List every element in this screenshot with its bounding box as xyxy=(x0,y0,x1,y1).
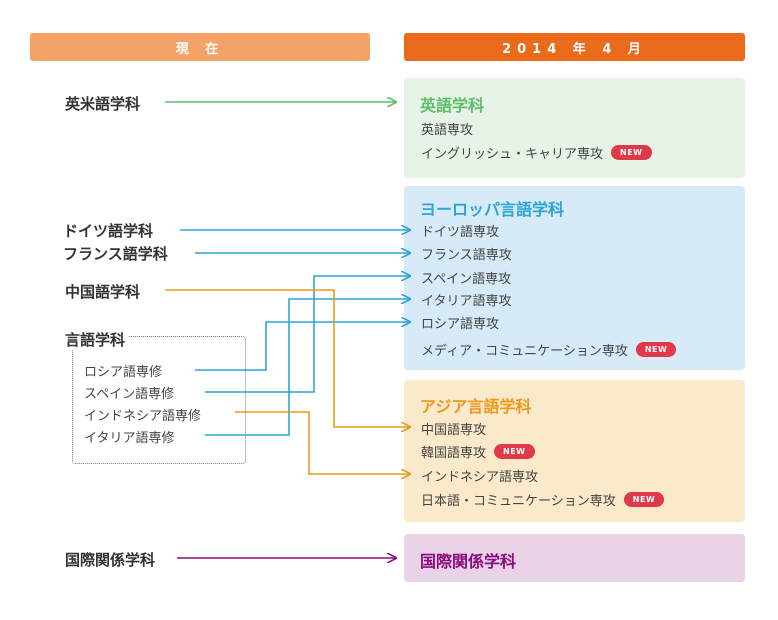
german-major-label: ドイツ語専攻 xyxy=(421,224,500,240)
intl-relations-dept: 国際関係学科 xyxy=(65,551,156,569)
english-dept-title: 英語学科 xyxy=(420,96,485,115)
english-dept-box: 英語学科 英語専攻 イングリッシュ・キャリア専攻 NEW xyxy=(404,78,745,178)
german-dept: ドイツ語学科 xyxy=(63,222,154,240)
italian-major-label: イタリア語専攻 xyxy=(421,293,512,309)
chinese-major-label: 中国語専攻 xyxy=(421,422,487,438)
russian-major-label: ロシア語専攻 xyxy=(421,316,500,332)
spanish-major: スペイン語専攻 xyxy=(421,267,511,287)
europe-dept-title: ヨーロッパ言語学科 xyxy=(420,200,565,219)
arrow-russian xyxy=(195,322,410,371)
new-badge: NEW xyxy=(494,443,535,459)
indonesian-course: インドネシア語専修 xyxy=(84,409,202,424)
new-badge: NEW xyxy=(611,144,652,160)
media-comm-major: メディア・コミュニケーション専攻 NEW xyxy=(421,339,677,359)
new-badge: NEW xyxy=(635,341,677,357)
header-2014-april: 2014 年 4 月 xyxy=(404,33,745,61)
italian-major: イタリア語専攻 xyxy=(421,289,511,309)
languages-dept: 言語学科 xyxy=(65,329,130,350)
intl-dept-title: 国際関係学科 xyxy=(420,552,517,571)
arrow-italian xyxy=(205,299,410,436)
asia-dept-box: アジア言語学科 中国語専攻 韓国語専攻 NEW インドネシア語専攻 日本語・コミュ… xyxy=(404,380,745,522)
french-major: フランス語専攻 xyxy=(421,243,512,263)
english-major-label: 英語専攻 xyxy=(421,122,474,138)
english-career-major-label: イングリッシュ・キャリア専攻 xyxy=(421,146,604,162)
english-major: 英語専攻 xyxy=(421,118,473,138)
indonesian-major-label: インドネシア語専攻 xyxy=(421,469,539,485)
spanish-major-label: スペイン語専攻 xyxy=(421,271,512,287)
asia-dept-title: アジア言語学科 xyxy=(420,397,532,416)
indonesian-major: インドネシア語専攻 xyxy=(421,465,538,485)
korean-major-label: 韓国語専攻 xyxy=(421,445,487,461)
arrow-chinese xyxy=(165,289,410,427)
german-major: ドイツ語専攻 xyxy=(421,220,499,240)
chinese-dept: 中国語学科 xyxy=(65,283,141,301)
arrow-indonesian xyxy=(235,411,410,474)
arrow-spanish xyxy=(205,276,410,393)
korean-major: 韓国語専攻 NEW xyxy=(421,441,535,461)
french-major-label: フランス語専攻 xyxy=(421,247,512,263)
languages-dept-box xyxy=(72,336,246,464)
english-american-dept: 英米語学科 xyxy=(65,95,141,113)
new-badge: NEW xyxy=(623,491,665,507)
spanish-course: スペイン語専修 xyxy=(84,387,175,402)
japanese-comm-major-label: 日本語・コミュニケーション専攻 xyxy=(421,493,616,509)
english-career-major: イングリッシュ・キャリア専攻 NEW xyxy=(421,142,652,162)
french-dept: フランス語学科 xyxy=(63,245,168,263)
intl-dept-box: 国際関係学科 xyxy=(404,534,745,582)
japanese-comm-major: 日本語・コミュニケーション専攻 NEW xyxy=(421,489,665,509)
russian-course: ロシア語専修 xyxy=(84,365,163,380)
europe-dept-box: ヨーロッパ言語学科 ドイツ語専攻 フランス語専攻 スペイン語専攻 イタリア語専攻… xyxy=(404,186,745,370)
italian-course: イタリア語専修 xyxy=(84,431,175,446)
russian-major: ロシア語専攻 xyxy=(421,312,499,332)
header-current: 現 在 xyxy=(30,33,370,61)
media-comm-major-label: メディア・コミュニケーション専攻 xyxy=(421,343,628,359)
chinese-major: 中国語専攻 xyxy=(421,418,486,438)
